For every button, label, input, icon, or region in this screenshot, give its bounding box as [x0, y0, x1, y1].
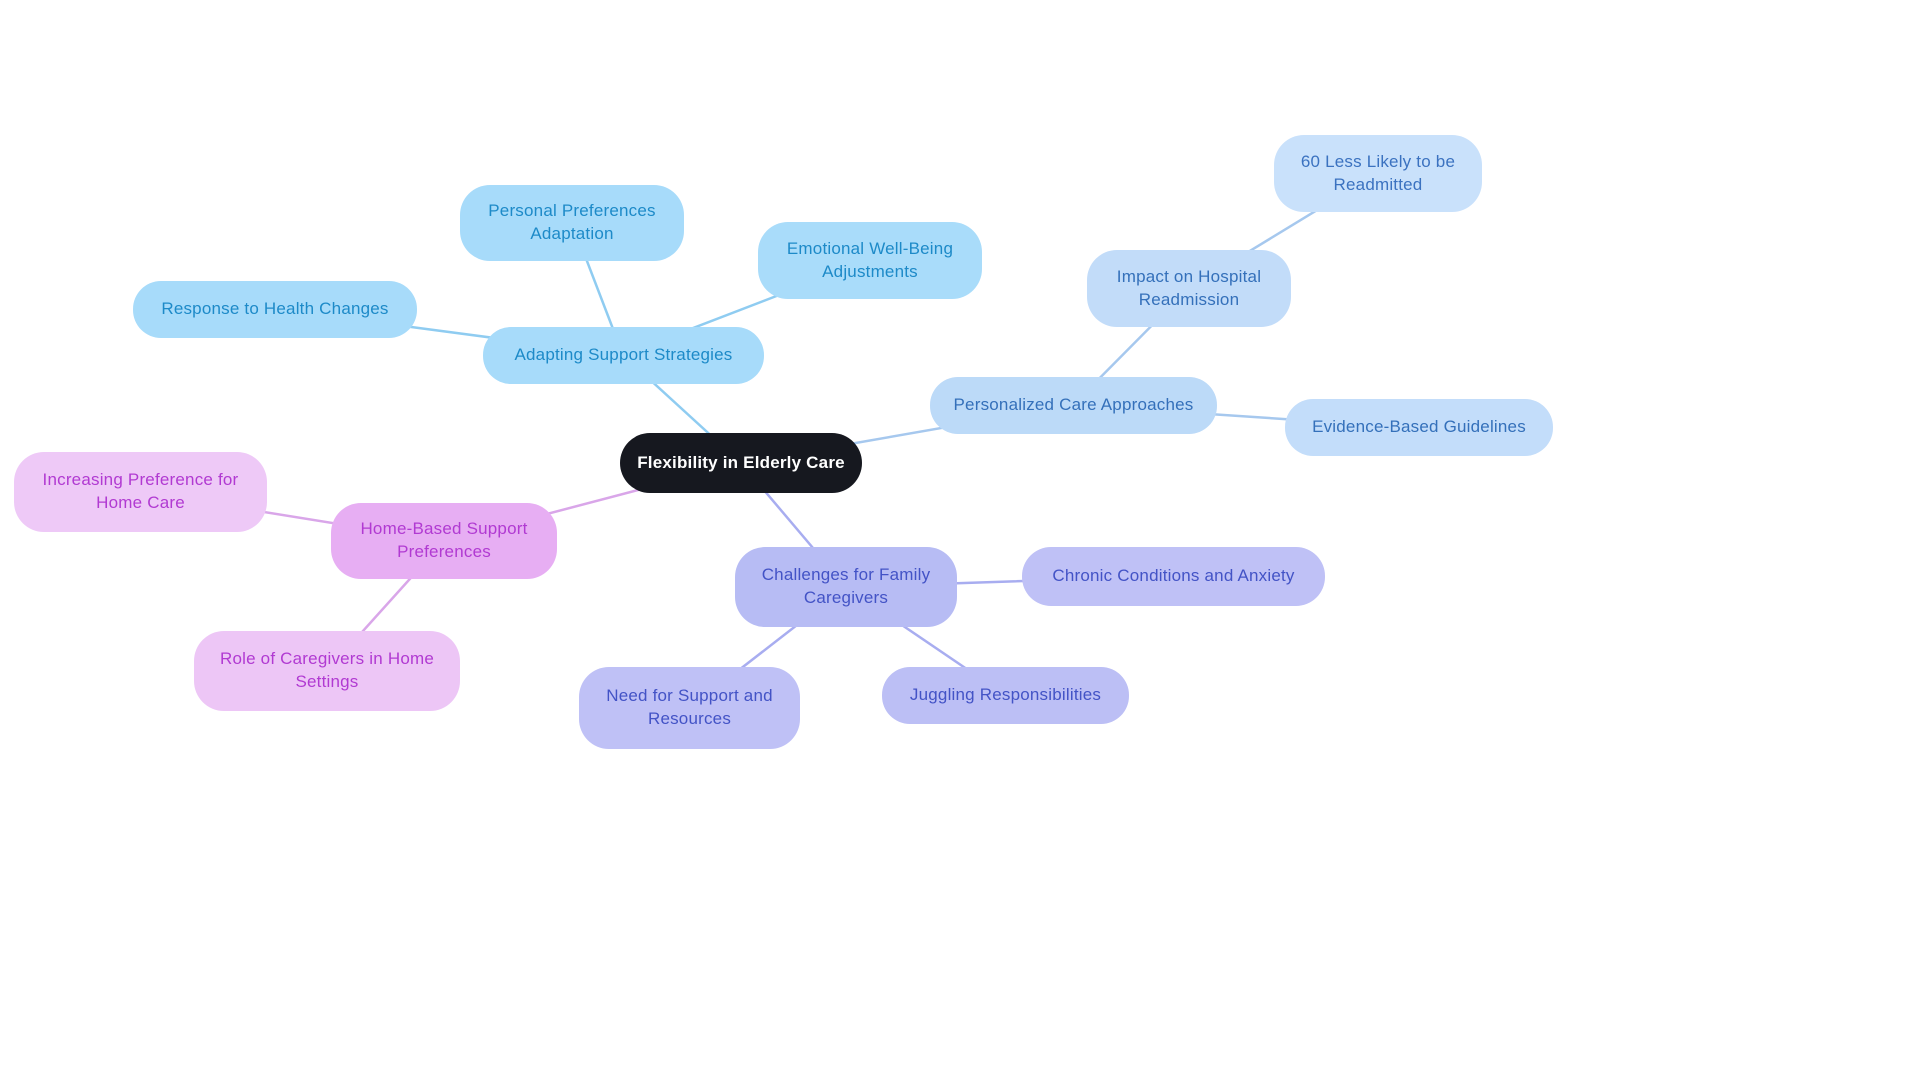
node-label: Need for Support and Resources — [606, 686, 773, 728]
node-personalized-care-approaches[interactable]: Personalized Care Approaches — [930, 377, 1217, 434]
node-label: Personalized Care Approaches — [953, 395, 1194, 415]
node-label: Emotional Well-Being Adjustments — [786, 238, 954, 281]
node-60-less-likely-to-be-readmitted[interactable]: 60 Less Likely to be Readmitted — [1274, 135, 1482, 212]
node-label: Impact on Hospital Readmission — [1116, 266, 1262, 309]
node-label: Juggling Responsibilities — [909, 685, 1102, 705]
node-challenges-for-family-caregivers[interactable]: Challenges for Family Caregivers — [735, 547, 957, 627]
node-label: Flexibility in Elderly Care — [637, 452, 845, 472]
node-label: Evidence-Based Guidelines — [1312, 417, 1526, 437]
node-label: Response to Health Changes — [161, 299, 389, 319]
node-label: Chronic Conditions and Anxiety — [1052, 566, 1295, 586]
node-personal-preferences-adaptation[interactable]: Personal Preferences Adaptation — [460, 185, 684, 261]
node-need-for-support-and-resources[interactable]: Need for Support and Resources — [579, 667, 800, 749]
node-label: Challenges for Family Caregivers — [761, 565, 931, 607]
node-label: Home-Based Support Preferences — [360, 519, 528, 561]
node-label: Increasing Preference for Home Care — [42, 470, 239, 512]
node-impact-on-hospital-readmission[interactable]: Impact on Hospital Readmission — [1087, 250, 1291, 327]
node-chronic-conditions-and-anxiety[interactable]: Chronic Conditions and Anxiety — [1022, 547, 1325, 606]
node-home-based-support-preferences[interactable]: Home-Based Support Preferences — [331, 503, 557, 579]
node-evidence-based-guidelines[interactable]: Evidence-Based Guidelines — [1285, 399, 1553, 456]
node-label: Personal Preferences Adaptation — [488, 201, 656, 243]
node-label: Adapting Support Strategies — [514, 345, 733, 365]
node-juggling-responsibilities[interactable]: Juggling Responsibilities — [882, 667, 1129, 724]
node-label: Role of Caregivers in Home Settings — [219, 649, 434, 691]
node-flexibility-in-elderly-care[interactable]: Flexibility in Elderly Care — [620, 433, 862, 493]
node-response-to-health-changes[interactable]: Response to Health Changes — [133, 281, 417, 338]
node-role-of-caregivers-in-home-settings[interactable]: Role of Caregivers in Home Settings — [194, 631, 460, 711]
node-adapting-support-strategies[interactable]: Adapting Support Strategies — [483, 327, 764, 384]
node-label: 60 Less Likely to be Readmitted — [1300, 151, 1456, 194]
node-emotional-well-being-adjustments[interactable]: Emotional Well-Being Adjustments — [758, 222, 982, 299]
node-increasing-preference-for-home-care[interactable]: Increasing Preference for Home Care — [14, 452, 267, 532]
